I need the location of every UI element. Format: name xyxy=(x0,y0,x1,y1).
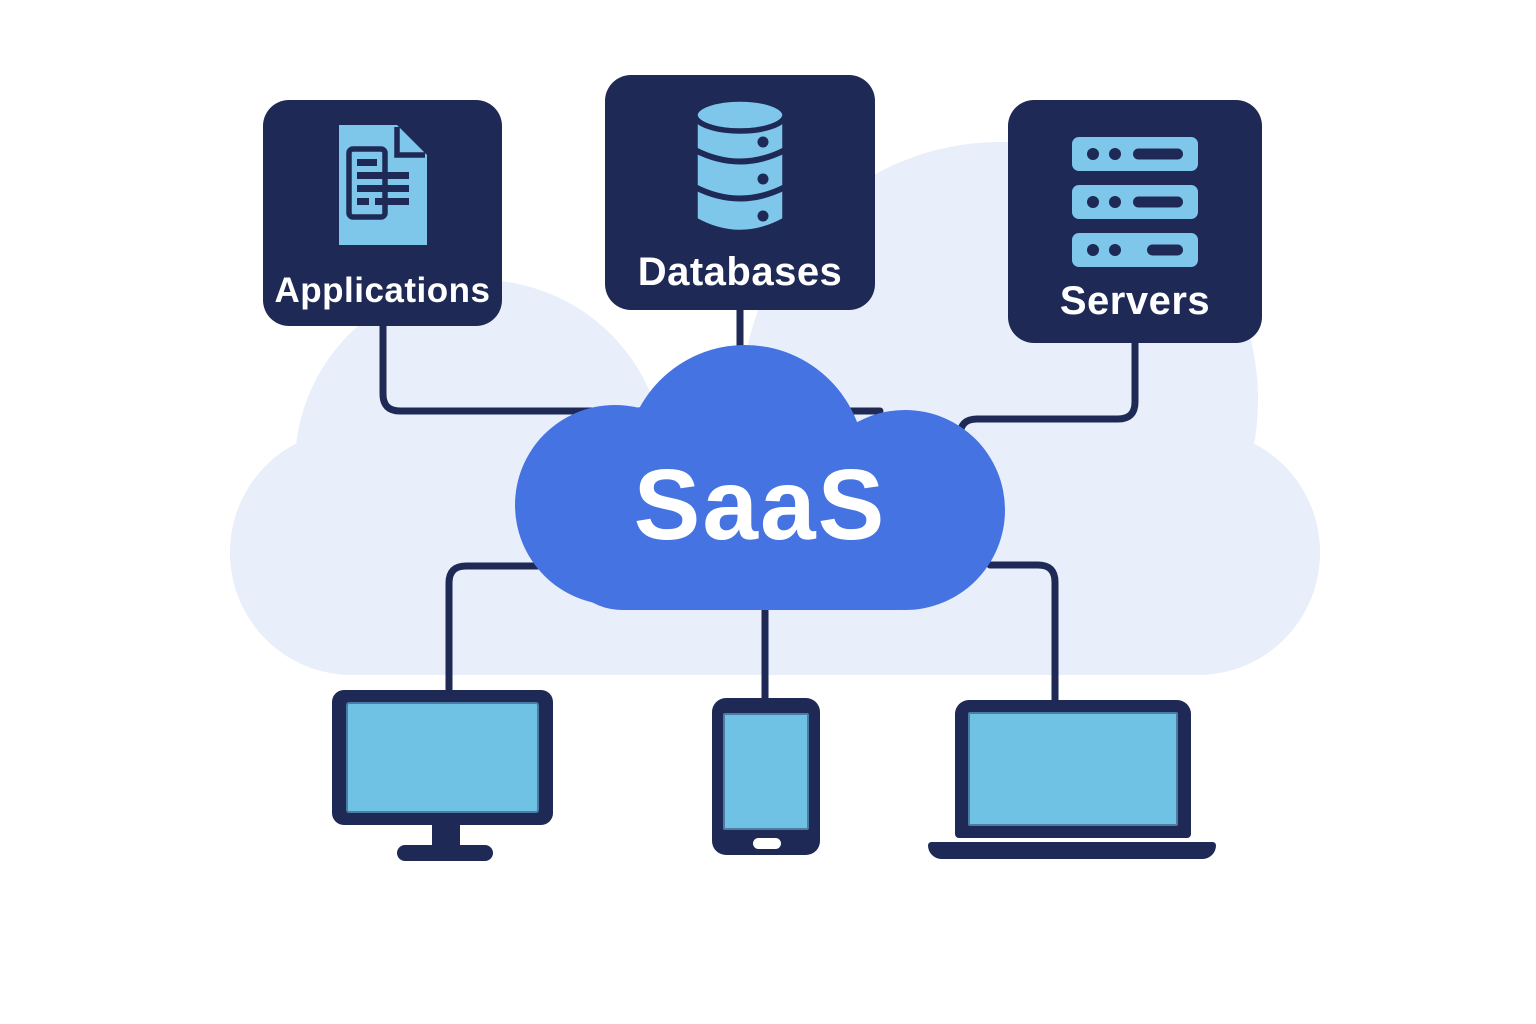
laptop-screen xyxy=(968,712,1178,826)
connector-applications-cloud xyxy=(379,318,884,415)
node-label-servers: Servers xyxy=(1059,279,1211,323)
tablet-home-button xyxy=(753,838,781,849)
document-icon xyxy=(338,125,427,245)
connector-cloud-laptop xyxy=(986,561,1059,709)
node-applications: Applications xyxy=(263,100,502,326)
node-label-databases: Databases xyxy=(637,250,843,294)
database-icon xyxy=(692,96,788,236)
node-label-applications: Applications xyxy=(274,271,491,310)
saas-cloud-label: SaaS xyxy=(633,449,887,561)
node-databases: Databases xyxy=(605,75,875,310)
laptop-base xyxy=(928,842,1216,859)
node-servers: Servers xyxy=(1008,100,1262,343)
monitor-base xyxy=(397,845,493,861)
monitor-screen xyxy=(346,702,539,813)
connector-cloud-desktop xyxy=(445,562,624,698)
server-rack-icon xyxy=(1072,137,1198,267)
tablet-screen xyxy=(723,713,809,830)
cloud-icon xyxy=(515,345,1005,610)
